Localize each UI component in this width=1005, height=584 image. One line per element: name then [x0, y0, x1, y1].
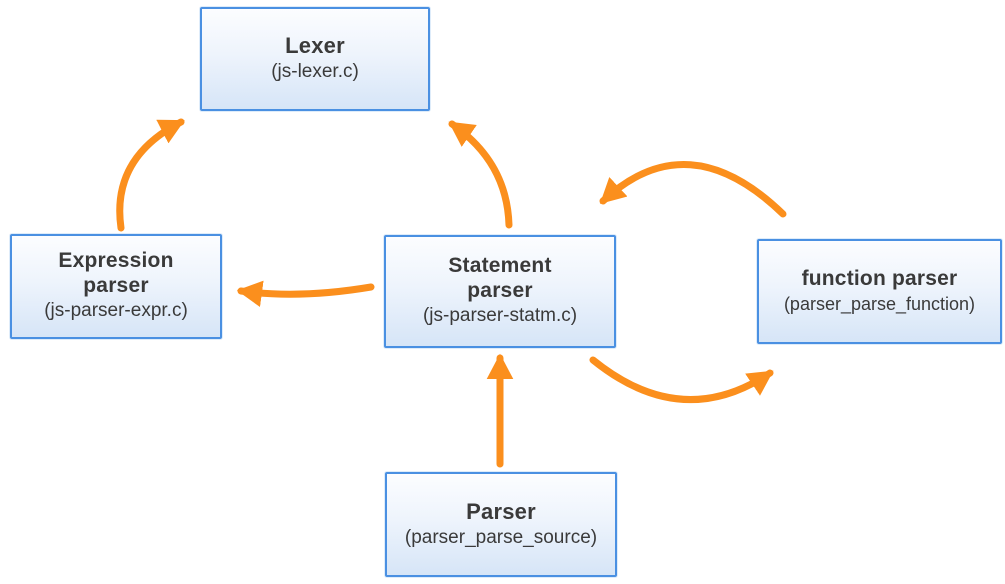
node-title: Statement parser	[448, 253, 552, 302]
node-title: Lexer	[285, 33, 345, 59]
node-title: function parser	[801, 266, 958, 290]
node-subtitle: (js-lexer.c)	[271, 61, 359, 83]
edge-expression-parser-to-lexer	[116, 118, 185, 232]
node-subtitle: (parser_parse_function)	[783, 293, 976, 314]
node-title: Expression parser	[58, 248, 174, 297]
node-subtitle: (parser_parse_source)	[404, 526, 598, 548]
node-subtitle: (js-parser-statm.c)	[422, 305, 578, 327]
node-statement-parser: Statement parser (js-parser-statm.c)	[384, 235, 616, 348]
node-parser: Parser (parser_parse_source)	[385, 472, 617, 577]
node-lexer: Lexer (js-lexer.c)	[200, 7, 430, 111]
node-subtitle: (js-parser-expr.c)	[44, 300, 188, 322]
edge-function-parser-to-statement-parser	[599, 161, 787, 218]
node-expression-parser: Expression parser (js-parser-expr.c)	[10, 234, 222, 339]
edge-statement-parser-to-expression-parser	[236, 280, 375, 307]
edge-statement-parser-to-lexer	[448, 120, 513, 229]
edge-statement-parser-to-function-parser	[589, 356, 774, 404]
node-title: Parser	[466, 498, 536, 524]
node-function-parser: function parser (parser_parse_function)	[757, 239, 1002, 344]
